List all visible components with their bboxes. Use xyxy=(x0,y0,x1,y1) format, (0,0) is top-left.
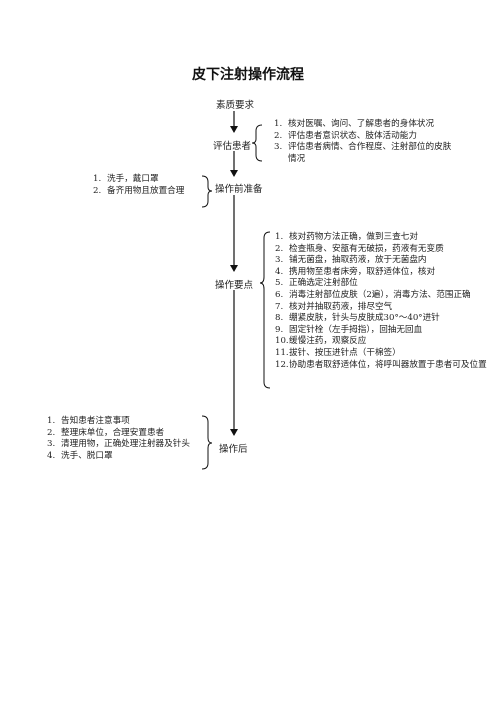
list-item: 9.固定针栓（左手拇指），回抽无回血 xyxy=(275,324,423,335)
list-item: 3.清理用物，正确处理注射器及针头 xyxy=(47,439,190,450)
list-item: 6.消毒注射部位皮肤（2遍），消毒方法、范围正确 xyxy=(275,289,471,300)
key-points-list: 1.核对药物方法正确，做到三查七对 2.检查瓶身、安瓿有无破损，药液有无变质 3… xyxy=(275,232,487,371)
node-quality-requirements: 素质要求 xyxy=(216,100,255,111)
list-item: 7.核对并抽取药液，排尽空气 xyxy=(275,301,393,312)
list-item: 1.告知患者注意事项 xyxy=(47,416,130,426)
brace-key xyxy=(259,231,271,389)
prep-list: 1.洗手，戴口罩 2.备齐用物且放置合理 xyxy=(93,174,184,197)
list-item: 11.拔针、按压进针点（干棉签） xyxy=(275,347,401,358)
brace-after xyxy=(201,415,213,470)
node-assess-patient: 评估患者 xyxy=(213,141,252,152)
list-item: 2.检查瓶身、安瓿有无破损，药液有无变质 xyxy=(275,243,444,254)
list-item: 3.评估患者病情、合作程度、注射部位的皮肤 xyxy=(274,142,452,153)
list-item: 4.携用物至患者床旁，取舒适体位，核对 xyxy=(275,266,436,277)
list-item: 情况 xyxy=(288,153,306,164)
node-preparation: 操作前准备 xyxy=(215,184,263,195)
after-list: 1.告知患者注意事项 2.整理床单位，合理安置患者 3.清理用物，正确处理注射器… xyxy=(47,416,190,462)
list-item: 2.评估患者意识状态、肢体活动能力 xyxy=(274,130,417,141)
list-item: 3.铺无菌盘，抽取药液，放于无菌盘内 xyxy=(275,255,427,266)
list-item: 4.洗手、脱口罩 xyxy=(47,450,113,461)
list-item: 2.整理床单位，合理安置患者 xyxy=(47,427,165,438)
list-item: 5.正确选定注射部位 xyxy=(275,278,358,289)
list-item: 1.核对医嘱、询问、了解患者的身体状况 xyxy=(274,119,435,129)
brace-prep xyxy=(201,175,213,208)
list-item: 1.洗手，戴口罩 xyxy=(93,174,159,184)
brace-assess xyxy=(251,124,263,162)
assess-list: 1.核对医嘱、询问、了解患者的身体状况 2.评估患者意识状态、肢体活动能力 3.… xyxy=(274,119,451,165)
list-item: 10.缓慢注药，观察反应 xyxy=(275,336,367,347)
node-key-points: 操作要点 xyxy=(215,280,254,291)
list-item: 1.核对药物方法正确，做到三查七对 xyxy=(275,232,418,242)
list-item: 8.绷紧皮肤，针头与皮肤成30°～40°进针 xyxy=(275,313,440,324)
node-after-operation: 操作后 xyxy=(219,444,248,455)
list-item: 12.协助患者取舒适体位，将呼叫器放置于患者可及位置 xyxy=(275,359,487,370)
page-title: 皮下注射操作流程 xyxy=(192,67,304,83)
list-item: 2.备齐用物且放置合理 xyxy=(93,185,185,196)
